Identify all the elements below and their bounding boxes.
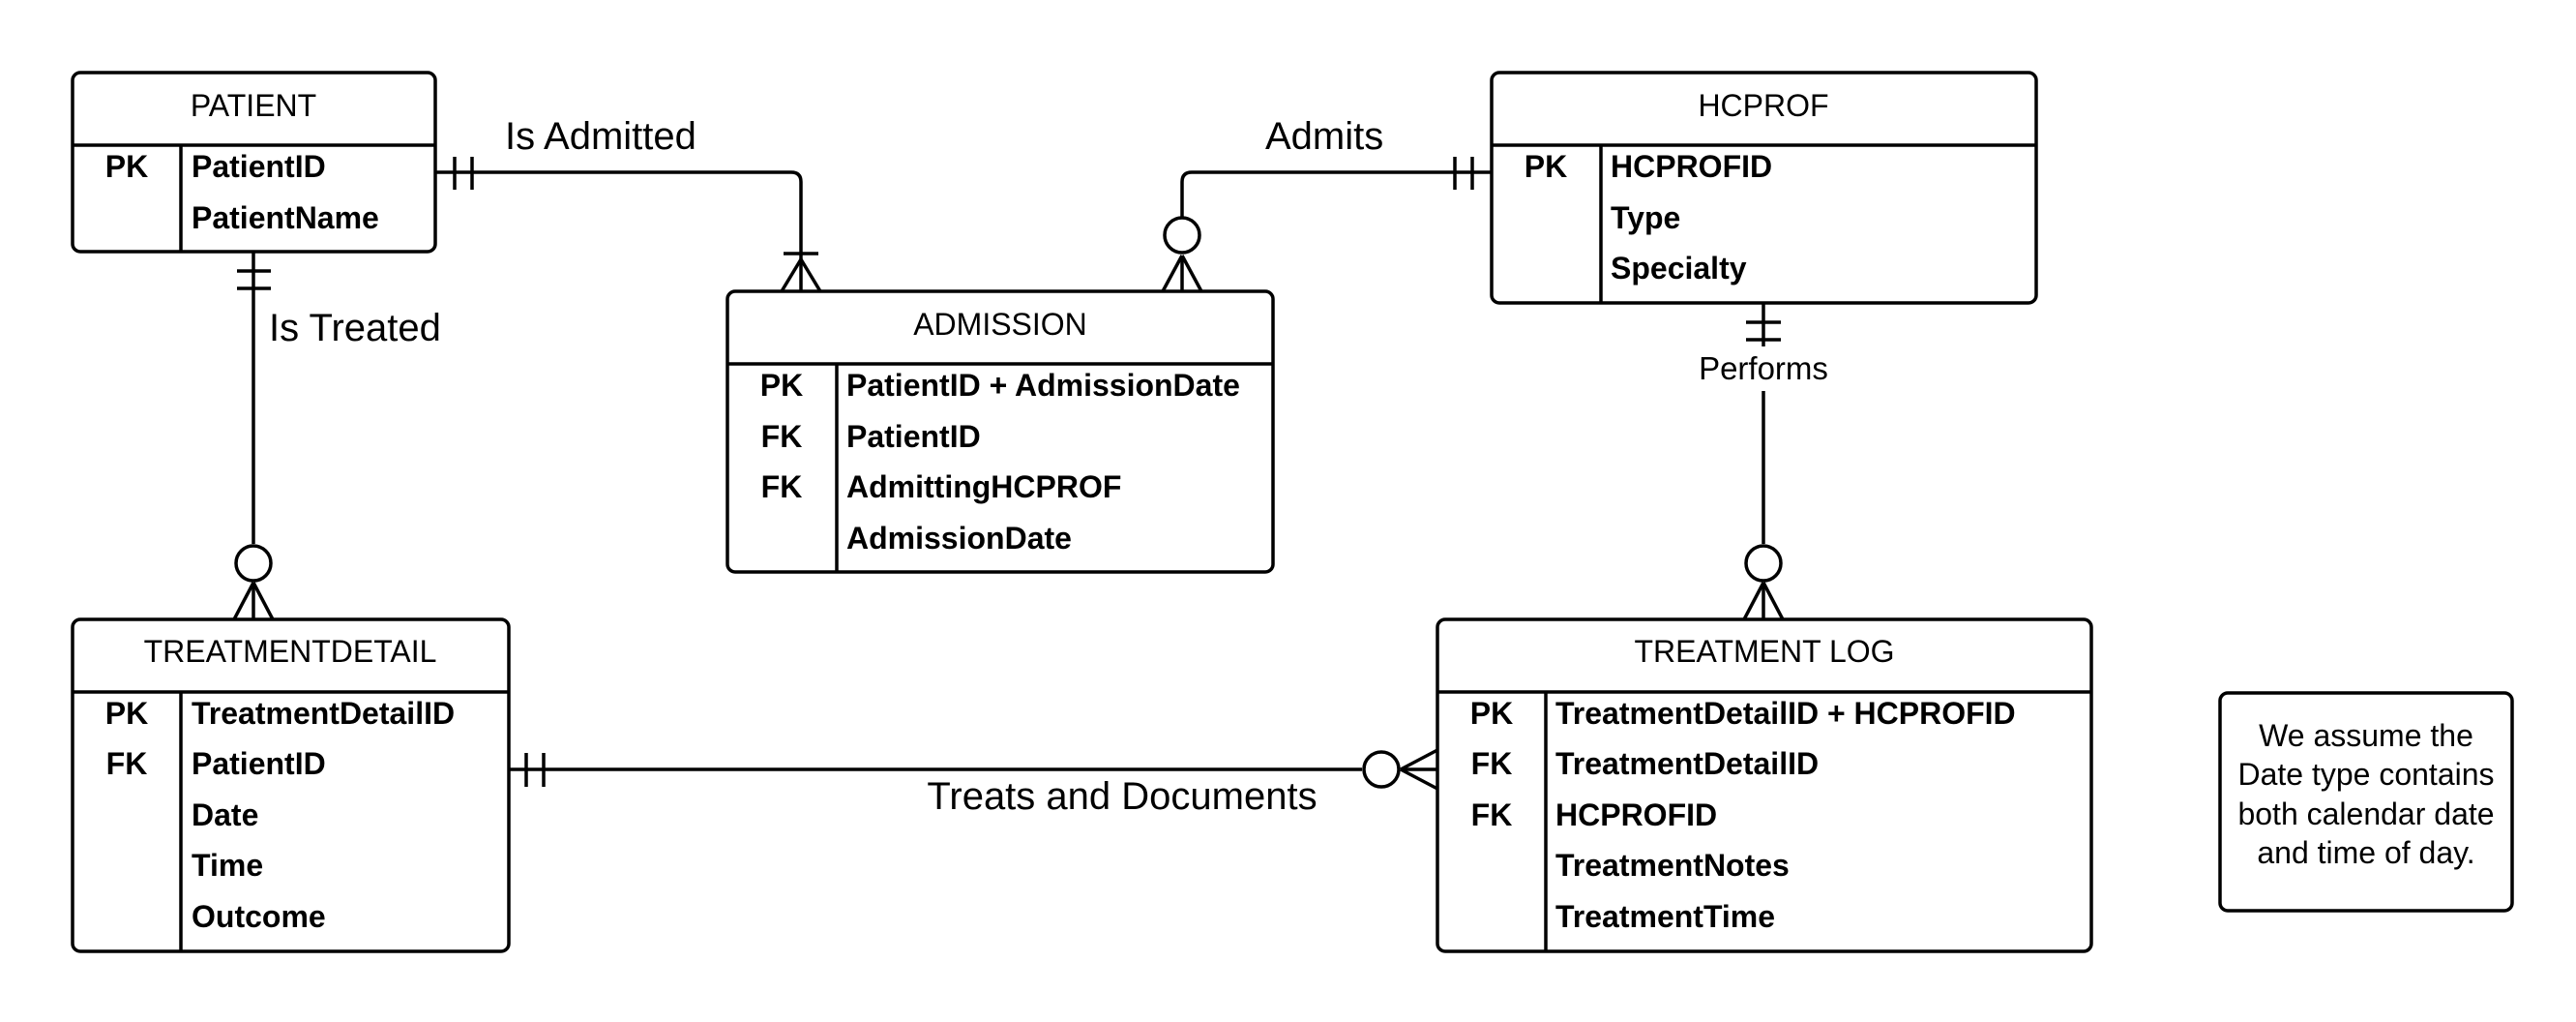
entity-title: HCPROF [1698, 88, 1828, 123]
key-label: FK [106, 746, 148, 781]
note-line: both calendar date [2237, 797, 2494, 831]
key-label: PK [760, 368, 803, 403]
key-label: PK [105, 696, 148, 731]
field-label: TreatmentDetailID + HCPROFID [1555, 696, 2016, 731]
field-label: HCPROFID [1555, 797, 1717, 832]
field-label: HCPROFID [1611, 149, 1772, 184]
note-line: and time of day. [2257, 835, 2474, 870]
entity-admission[interactable]: ADMISSION PK PatientID + AdmissionDate F… [725, 289, 1275, 574]
key-label: FK [761, 469, 803, 504]
entity-treatmentdetail[interactable]: TREATMENTDETAIL PK TreatmentDetailID FK … [71, 617, 511, 953]
relationship-is-treated[interactable]: Is Treated [232, 252, 441, 620]
key-label: PK [1525, 149, 1567, 184]
entity-patient[interactable]: PATIENT PK PatientID PatientName [71, 71, 437, 254]
key-label: FK [1471, 746, 1513, 781]
relationship-label: Treats and Documents [927, 775, 1317, 818]
relationship-is-admitted[interactable]: Is Admitted [435, 115, 822, 292]
field-label: AdmittingHCPROF [846, 469, 1121, 504]
field-label: PatientID [192, 149, 326, 184]
entity-title: ADMISSION [913, 307, 1087, 342]
key-label: PK [1470, 696, 1513, 731]
field-label: PatientName [192, 200, 379, 235]
field-label: TreatmentNotes [1555, 848, 1790, 883]
field-label: PatientID [846, 419, 981, 454]
note-line: Date type contains [2237, 757, 2494, 792]
field-label: Type [1611, 200, 1680, 235]
key-label: FK [761, 419, 803, 454]
entity-title: PATIENT [191, 88, 316, 123]
relationship-label: Performs [1699, 350, 1828, 386]
entity-hcprof[interactable]: HCPROF PK HCPROFID Type Specialty [1490, 71, 2038, 305]
relationship-label: Is Admitted [505, 115, 696, 158]
key-label: PK [105, 149, 148, 184]
field-label: PatientID [192, 746, 326, 781]
field-label: AdmissionDate [846, 521, 1072, 556]
relationship-label: Is Treated [269, 307, 441, 349]
field-label: Time [192, 848, 263, 883]
relationship-treats-and-documents[interactable]: Treats and Documents [509, 748, 1438, 818]
field-label: Outcome [192, 899, 326, 934]
note-line: We assume the [2259, 718, 2473, 753]
relationship-admits[interactable]: Admits [1161, 115, 1492, 292]
field-label: Date [192, 797, 258, 832]
field-label: PatientID + AdmissionDate [846, 368, 1240, 403]
entity-treatmentlog[interactable]: TREATMENT LOG PK TreatmentDetailID + HCP… [1436, 617, 2093, 953]
field-label: TreatmentTime [1555, 899, 1775, 934]
key-label: FK [1471, 797, 1513, 832]
entity-title: TREATMENTDETAIL [144, 634, 437, 669]
entity-title: TREATMENT LOG [1634, 634, 1894, 669]
note-box: We assume the Date type contains both ca… [2218, 691, 2514, 913]
field-label: Specialty [1611, 251, 1747, 286]
relationship-performs[interactable]: Performs [1699, 303, 1828, 620]
field-label: TreatmentDetailID [1555, 746, 1819, 781]
relationship-label: Admits [1265, 115, 1383, 158]
field-label: TreatmentDetailID [192, 696, 455, 731]
